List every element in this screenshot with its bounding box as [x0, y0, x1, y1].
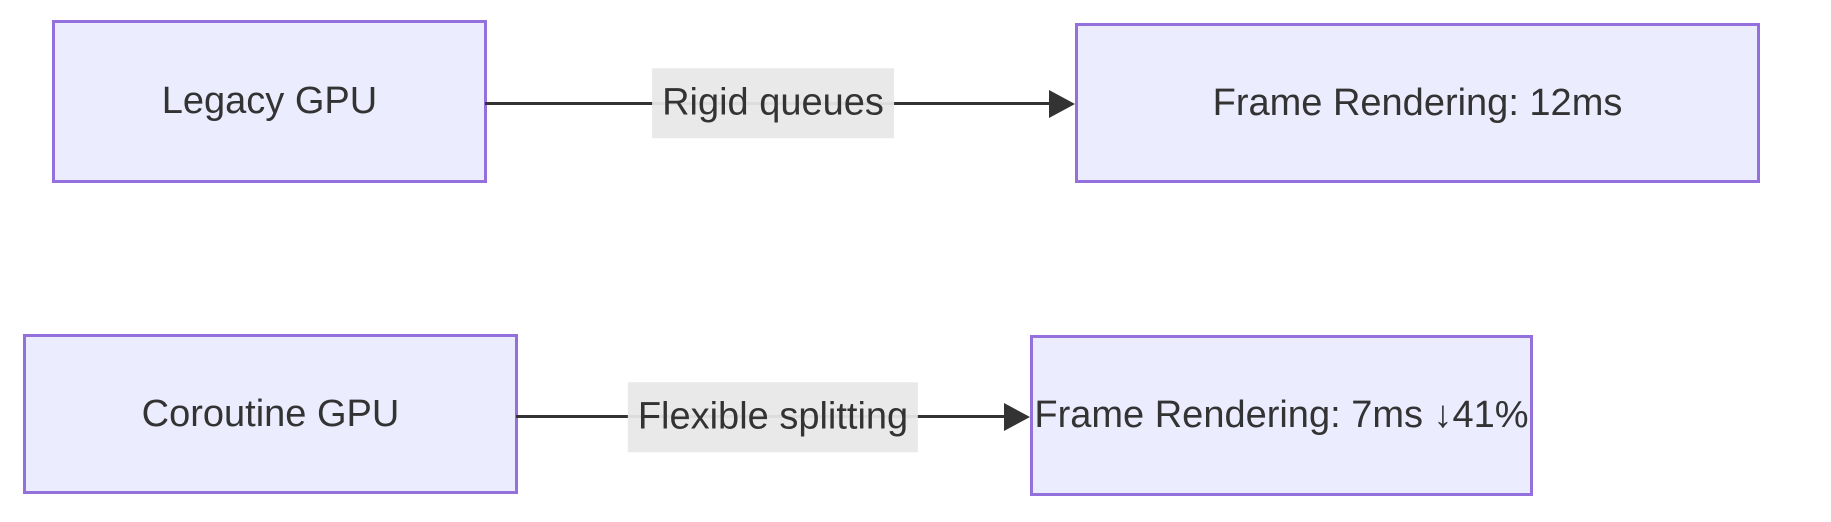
- node-frame-rendering-12ms-label: Frame Rendering: 12ms: [1212, 81, 1623, 124]
- node-coroutine-gpu: Coroutine GPU: [23, 334, 518, 494]
- node-legacy-gpu: Legacy GPU: [52, 20, 487, 183]
- arrow-right-icon: [1049, 90, 1075, 118]
- node-legacy-gpu-label: Legacy GPU: [161, 80, 378, 122]
- arrow-right-icon: [1004, 403, 1030, 431]
- node-frame-rendering-7ms-label: Frame Rendering: 7ms ↓41%: [1034, 394, 1529, 436]
- node-coroutine-gpu-label: Coroutine GPU: [141, 392, 400, 435]
- node-frame-rendering-12ms: Frame Rendering: 12ms: [1075, 23, 1760, 183]
- edge-label-rigid-queues: Rigid queues: [652, 68, 894, 138]
- node-frame-rendering-7ms: Frame Rendering: 7ms ↓41%: [1030, 335, 1533, 496]
- edge-label-flexible-splitting: Flexible splitting: [627, 382, 919, 452]
